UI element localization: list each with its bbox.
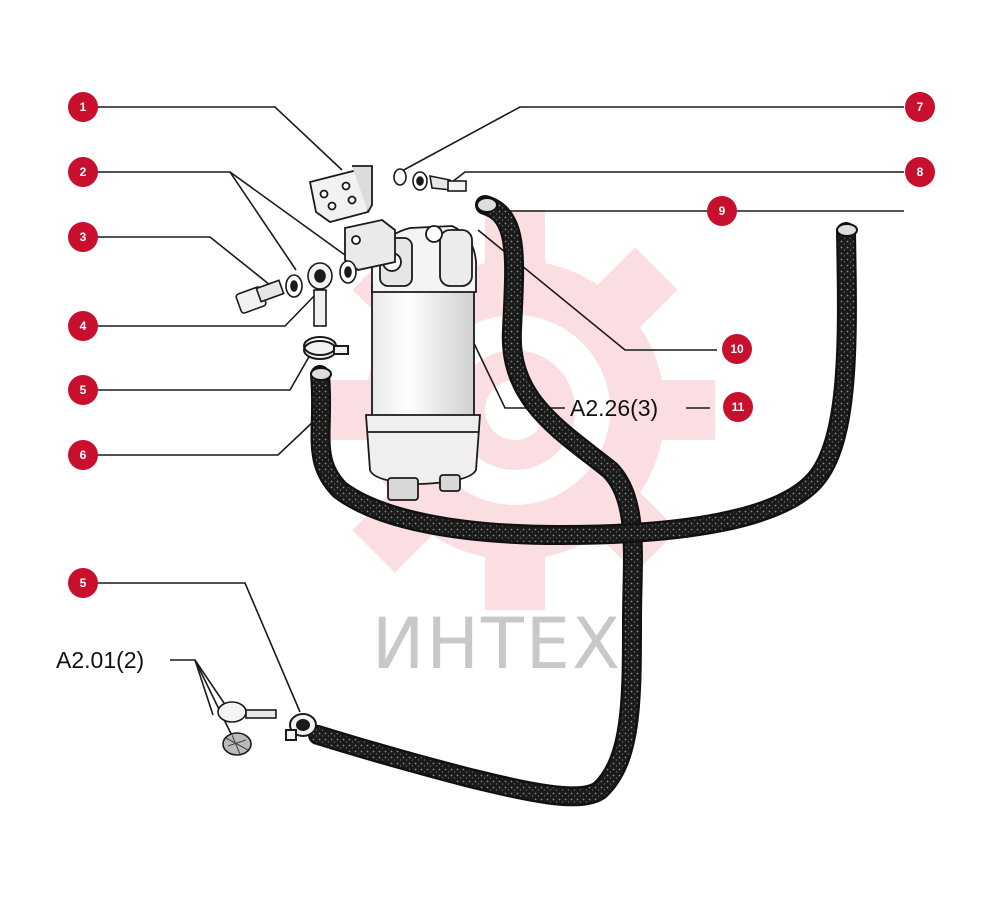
leader-5 — [96, 354, 311, 391]
svg-text:8: 8 — [917, 165, 924, 179]
callout-5-lower: 5 — [68, 568, 98, 598]
hose-end-left — [310, 367, 332, 381]
leader-9 — [487, 204, 904, 212]
leader-6 — [96, 419, 316, 456]
leader-7 — [399, 106, 904, 173]
leader-5b — [96, 582, 301, 713]
svg-text:11: 11 — [732, 400, 745, 414]
leader-ref-left-b — [194, 659, 214, 716]
callout-badges: 1 2 3 4 5 6 5 7 — [68, 92, 935, 598]
callout-1: 1 — [68, 92, 98, 122]
svg-text:6: 6 — [80, 448, 87, 462]
leader-10 — [477, 229, 717, 351]
bolt-set-top — [393, 168, 467, 192]
leader-4 — [96, 291, 319, 327]
svg-text:9: 9 — [719, 204, 726, 218]
fuel-filter — [344, 219, 481, 501]
leader-3 — [96, 236, 271, 286]
callout-4: 4 — [68, 311, 98, 341]
callout-3: 3 — [68, 222, 98, 252]
hose-clamp-top — [303, 336, 349, 360]
callout-10: 10 — [722, 334, 752, 364]
callout-7: 7 — [905, 92, 935, 122]
svg-text:2: 2 — [80, 165, 87, 179]
watermark-text: ИНТЕХ — [372, 603, 622, 685]
callout-8: 8 — [905, 157, 935, 187]
callout-5: 5 — [68, 375, 98, 405]
mounting-bracket — [308, 165, 373, 223]
leader-8 — [451, 171, 904, 183]
svg-text:10: 10 — [730, 342, 744, 356]
leader-ref-left-c — [194, 659, 236, 743]
callout-6: 6 — [68, 440, 98, 470]
reference-label-left: A2.01(2) — [56, 647, 144, 673]
svg-text:5: 5 — [80, 383, 87, 397]
reference-label-right: A2.26(3) — [570, 395, 658, 421]
hoses — [308, 195, 857, 807]
leader-2a — [96, 171, 297, 271]
svg-text:7: 7 — [917, 100, 924, 114]
leader-1 — [96, 106, 343, 171]
svg-text:5: 5 — [80, 576, 87, 590]
callout-11: 11 — [723, 392, 753, 422]
callout-2: 2 — [68, 157, 98, 187]
leader-2b — [229, 171, 346, 256]
hose-end-top — [476, 197, 498, 213]
hose-clamp-bottom — [285, 713, 317, 741]
svg-text:4: 4 — [80, 319, 87, 333]
hose-end-right — [836, 223, 858, 237]
svg-text:1: 1 — [80, 100, 87, 114]
banjo-fitting — [235, 260, 357, 327]
svg-text:3: 3 — [80, 230, 87, 244]
callout-9: 9 — [707, 196, 737, 226]
fuel-pickup-strainer — [217, 701, 277, 756]
